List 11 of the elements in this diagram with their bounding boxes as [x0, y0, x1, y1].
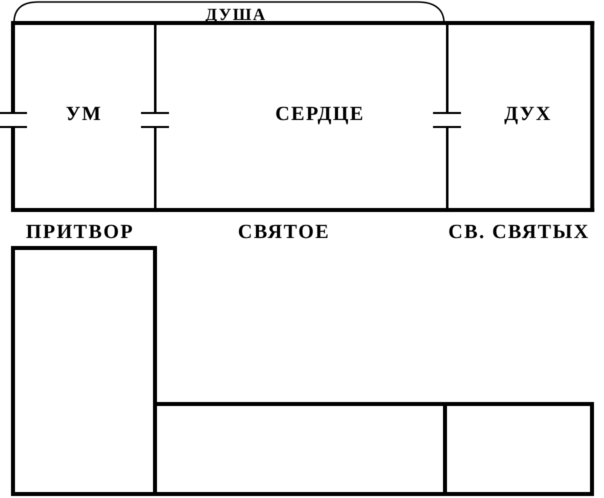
- room-compartment: [11, 21, 155, 212]
- section-block: [11, 246, 157, 496]
- room-label: ДУХ: [504, 104, 552, 124]
- room-compartment: [154, 21, 447, 212]
- room-label: СЕРДЦЕ: [275, 104, 365, 124]
- section-label: СВ. СВЯТЫХ: [448, 222, 590, 242]
- room-label: УМ: [66, 104, 102, 124]
- section-label: ПРИТВОР: [26, 222, 134, 242]
- bracket-label: ДУША: [205, 6, 267, 23]
- room-compartment: [446, 21, 594, 212]
- section-label: СВЯТОЕ: [238, 222, 330, 242]
